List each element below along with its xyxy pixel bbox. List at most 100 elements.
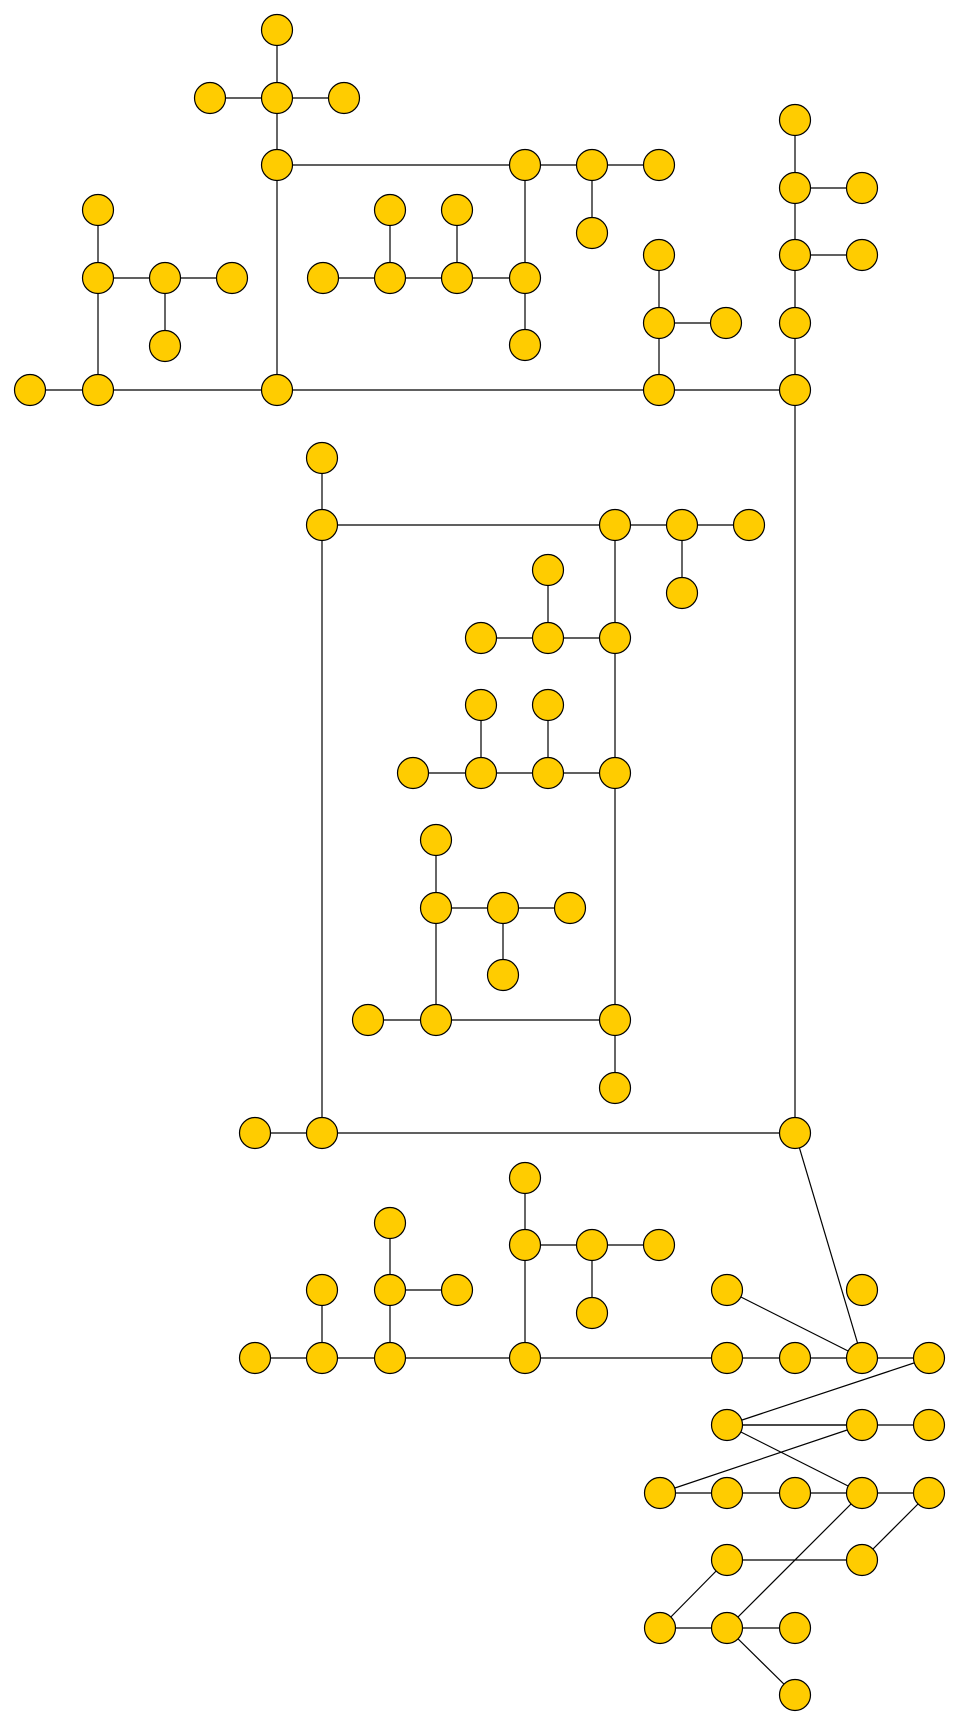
- tree-node: [351, 1003, 385, 1037]
- tree-node: [148, 261, 182, 295]
- tree-node: [373, 1273, 407, 1307]
- tree-node: [710, 1611, 744, 1645]
- tree-node: [260, 148, 294, 182]
- tree-node: [508, 1228, 542, 1262]
- tree-node: [81, 193, 115, 227]
- tree-node: [464, 756, 498, 790]
- tree-node: [306, 261, 340, 295]
- tree-node: [260, 13, 294, 47]
- tree-node: [508, 328, 542, 362]
- nodes-group: [13, 13, 946, 1712]
- tree-node: [327, 81, 361, 115]
- tree-node: [575, 216, 609, 250]
- tree-node: [575, 1296, 609, 1330]
- tree-node: [575, 1228, 609, 1262]
- tree-node: [778, 373, 812, 407]
- tree-node: [709, 306, 743, 340]
- tree-node: [531, 688, 565, 722]
- tree-node: [643, 1611, 677, 1645]
- tree-node: [464, 688, 498, 722]
- tree-node: [419, 1003, 453, 1037]
- tree-node: [238, 1116, 272, 1150]
- tree-node: [238, 1341, 272, 1375]
- tree-node: [912, 1341, 946, 1375]
- tree-edge: [726, 1289, 863, 1359]
- tree-node: [148, 329, 182, 363]
- tree-node: [642, 306, 676, 340]
- tree-node: [419, 823, 453, 857]
- tree-node: [598, 756, 632, 790]
- tree-node: [710, 1543, 744, 1577]
- tree-node: [912, 1408, 946, 1442]
- tree-node: [598, 1003, 632, 1037]
- tree-node: [486, 958, 520, 992]
- tree-node: [553, 891, 587, 925]
- tree-node: [710, 1341, 744, 1375]
- tree-node: [260, 81, 294, 115]
- tree-node: [710, 1408, 744, 1442]
- tree-node: [305, 1116, 339, 1150]
- tree-node: [508, 1161, 542, 1195]
- tree-node: [531, 621, 565, 655]
- tree-edge: [726, 1357, 930, 1426]
- tree-node: [778, 1476, 812, 1510]
- tree-node: [81, 373, 115, 407]
- tree-node: [778, 1116, 812, 1150]
- tree-node: [440, 261, 474, 295]
- tree-node: [912, 1476, 946, 1510]
- tree-node: [486, 891, 520, 925]
- tree-node: [440, 1273, 474, 1307]
- tree-node: [845, 171, 879, 205]
- tree-node: [531, 756, 565, 790]
- tree-node: [508, 261, 542, 295]
- tree-node: [464, 621, 498, 655]
- tree-node: [508, 1341, 542, 1375]
- tree-node: [305, 441, 339, 475]
- tree-node: [193, 81, 227, 115]
- tree-node: [642, 1228, 676, 1262]
- tree-node: [642, 238, 676, 272]
- tree-node: [373, 1206, 407, 1240]
- tree-node: [598, 508, 632, 542]
- tree-node: [845, 1543, 879, 1577]
- tree-node: [305, 1273, 339, 1307]
- tree-node: [778, 171, 812, 205]
- tree-node: [845, 1341, 879, 1375]
- tree-node: [575, 148, 609, 182]
- tree-node: [845, 238, 879, 272]
- tree-node: [732, 508, 766, 542]
- tree-node: [508, 148, 542, 182]
- tree-node: [598, 1071, 632, 1105]
- tree-node: [373, 1341, 407, 1375]
- tree-node: [373, 261, 407, 295]
- tree-node: [260, 373, 294, 407]
- tree-node: [778, 103, 812, 137]
- tree-node: [642, 148, 676, 182]
- tree-node: [778, 238, 812, 272]
- tree-node: [643, 1476, 677, 1510]
- tree-node: [778, 1678, 812, 1712]
- tree-node: [845, 1408, 879, 1442]
- tree-node: [13, 373, 47, 407]
- tree-edge: [659, 1424, 863, 1494]
- tree-node: [710, 1476, 744, 1510]
- tree-node: [531, 553, 565, 587]
- tree-node: [215, 261, 249, 295]
- tree-node: [81, 261, 115, 295]
- tree-node: [419, 891, 453, 925]
- tree-node: [642, 373, 676, 407]
- tree-node: [396, 756, 430, 790]
- tree-node: [440, 193, 474, 227]
- tree-node: [845, 1476, 879, 1510]
- tree-node: [665, 576, 699, 610]
- tree-node: [305, 1341, 339, 1375]
- tree-node: [665, 508, 699, 542]
- tree-node: [845, 1273, 879, 1307]
- tree-node: [373, 193, 407, 227]
- tree-edge: [726, 1424, 863, 1494]
- tree-edge: [794, 1132, 863, 1359]
- tree-node: [598, 621, 632, 655]
- tree-node: [778, 1611, 812, 1645]
- tree-node: [778, 1341, 812, 1375]
